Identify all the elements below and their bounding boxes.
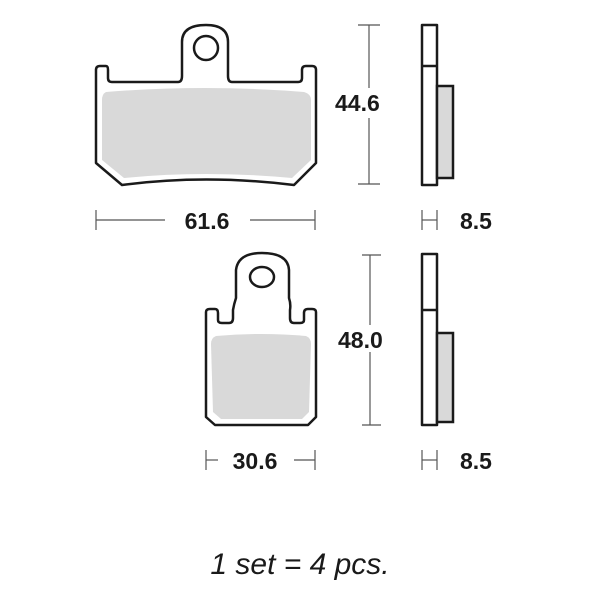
large-pad-height-dimension: 44.6 bbox=[335, 24, 380, 185]
large-pad-height-label: 44.6 bbox=[335, 90, 380, 116]
small-pad-thickness-dimension: 8.5 bbox=[421, 448, 492, 474]
small-pad-width-label: 30.6 bbox=[233, 448, 278, 474]
set-quantity-note: 1 set = 4 pcs. bbox=[210, 548, 390, 581]
large-pad-thickness-label: 8.5 bbox=[460, 208, 492, 234]
large-pad-front-view bbox=[94, 23, 318, 187]
large-pad-width-dimension: 61.6 bbox=[95, 208, 316, 234]
large-pad-side-view bbox=[420, 23, 455, 187]
large-pad-thickness-dimension: 8.5 bbox=[421, 208, 492, 234]
small-pad-thickness-label: 8.5 bbox=[460, 448, 492, 474]
small-pad-side-view bbox=[420, 252, 455, 427]
large-pad-width-label: 61.6 bbox=[185, 208, 230, 234]
small-pad-front-view bbox=[204, 251, 318, 427]
small-pad-width-dimension: 30.6 bbox=[205, 448, 316, 474]
small-pad-height-label: 48.0 bbox=[338, 327, 383, 353]
small-pad-height-dimension: 48.0 bbox=[338, 254, 383, 426]
